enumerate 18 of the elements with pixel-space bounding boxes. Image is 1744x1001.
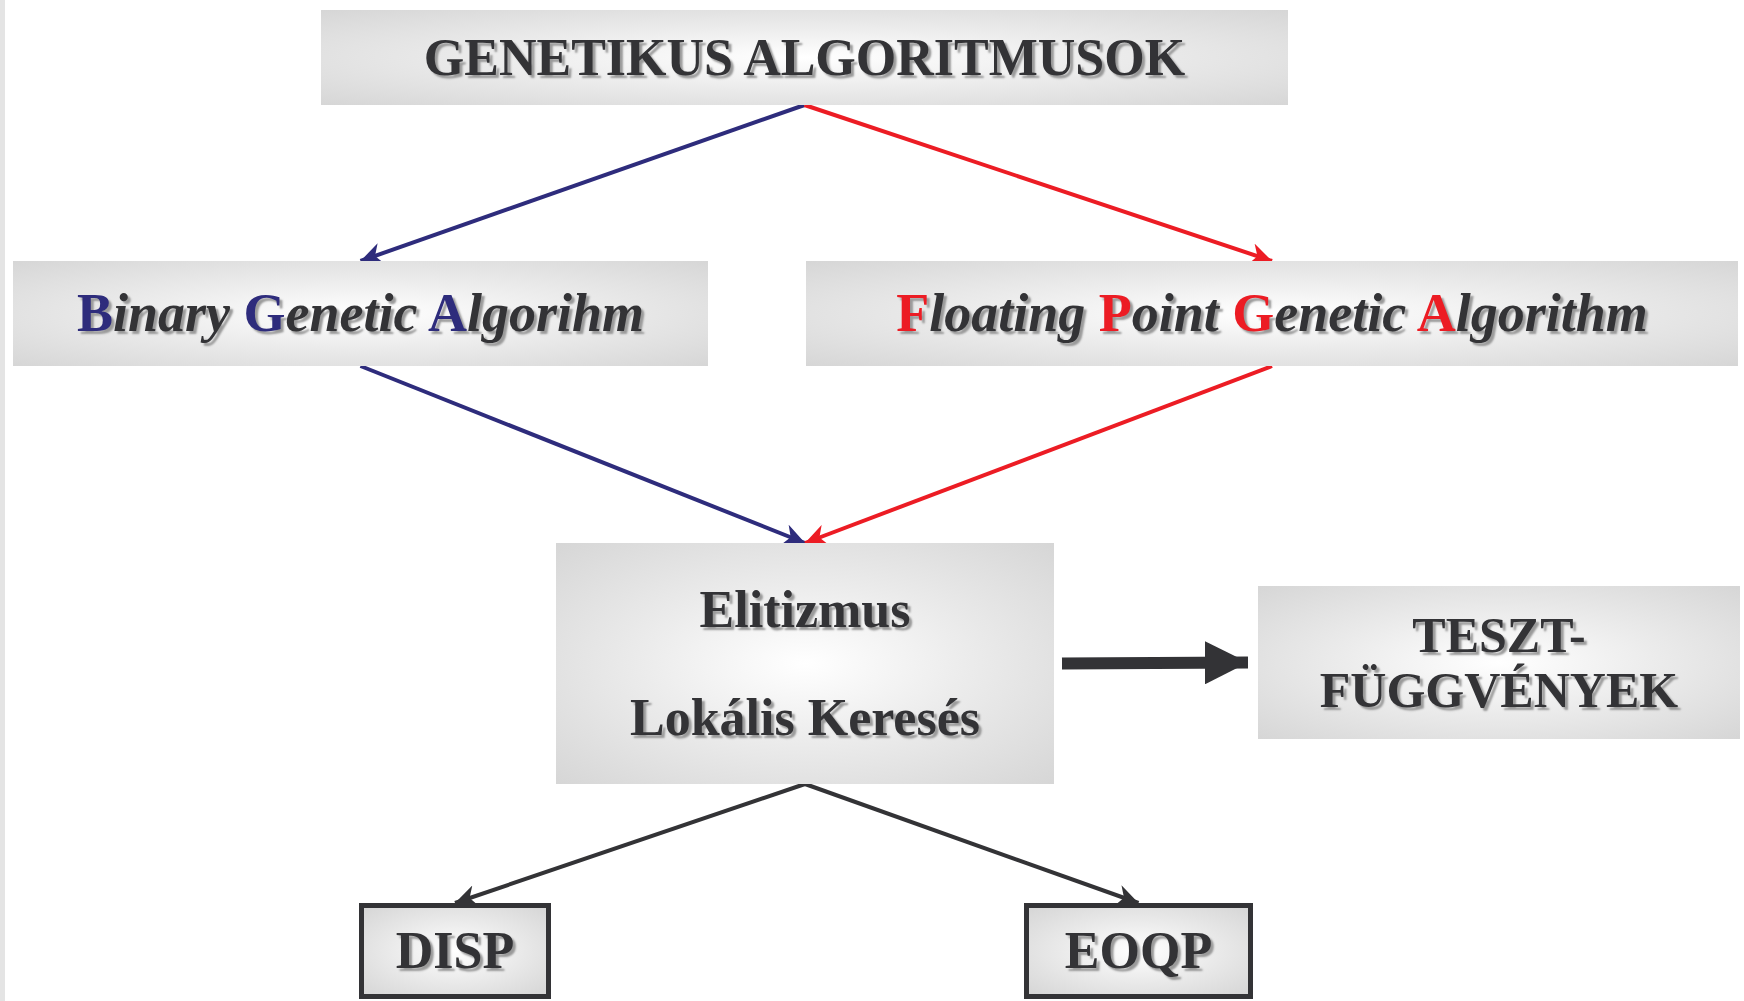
- arrow: [804, 364, 1273, 546]
- process-box: [359, 903, 551, 999]
- node-label: Elitizmus: [699, 581, 911, 639]
- node-label: Lokális Keresés: [629, 688, 980, 746]
- process-box: [13, 261, 708, 366]
- process-box: [806, 261, 1738, 366]
- node-label: Floating Point Genetic Algorithm: [896, 283, 1648, 344]
- node-label: Binary Genetic Algorihm: [76, 283, 645, 344]
- node-label: DISP: [395, 922, 515, 980]
- process-box: [321, 10, 1288, 105]
- node-label: EOQP: [1064, 922, 1213, 980]
- node-label: GENETIKUS ALGORITMUSOK: [423, 28, 1186, 87]
- process-box: [1024, 903, 1253, 999]
- process-box: [1258, 586, 1740, 739]
- arrow: [359, 364, 806, 546]
- arrow: [1061, 641, 1249, 685]
- node-label: TESZT-FÜGGVÉNYEK: [1318, 607, 1680, 718]
- process-box: [556, 543, 1054, 784]
